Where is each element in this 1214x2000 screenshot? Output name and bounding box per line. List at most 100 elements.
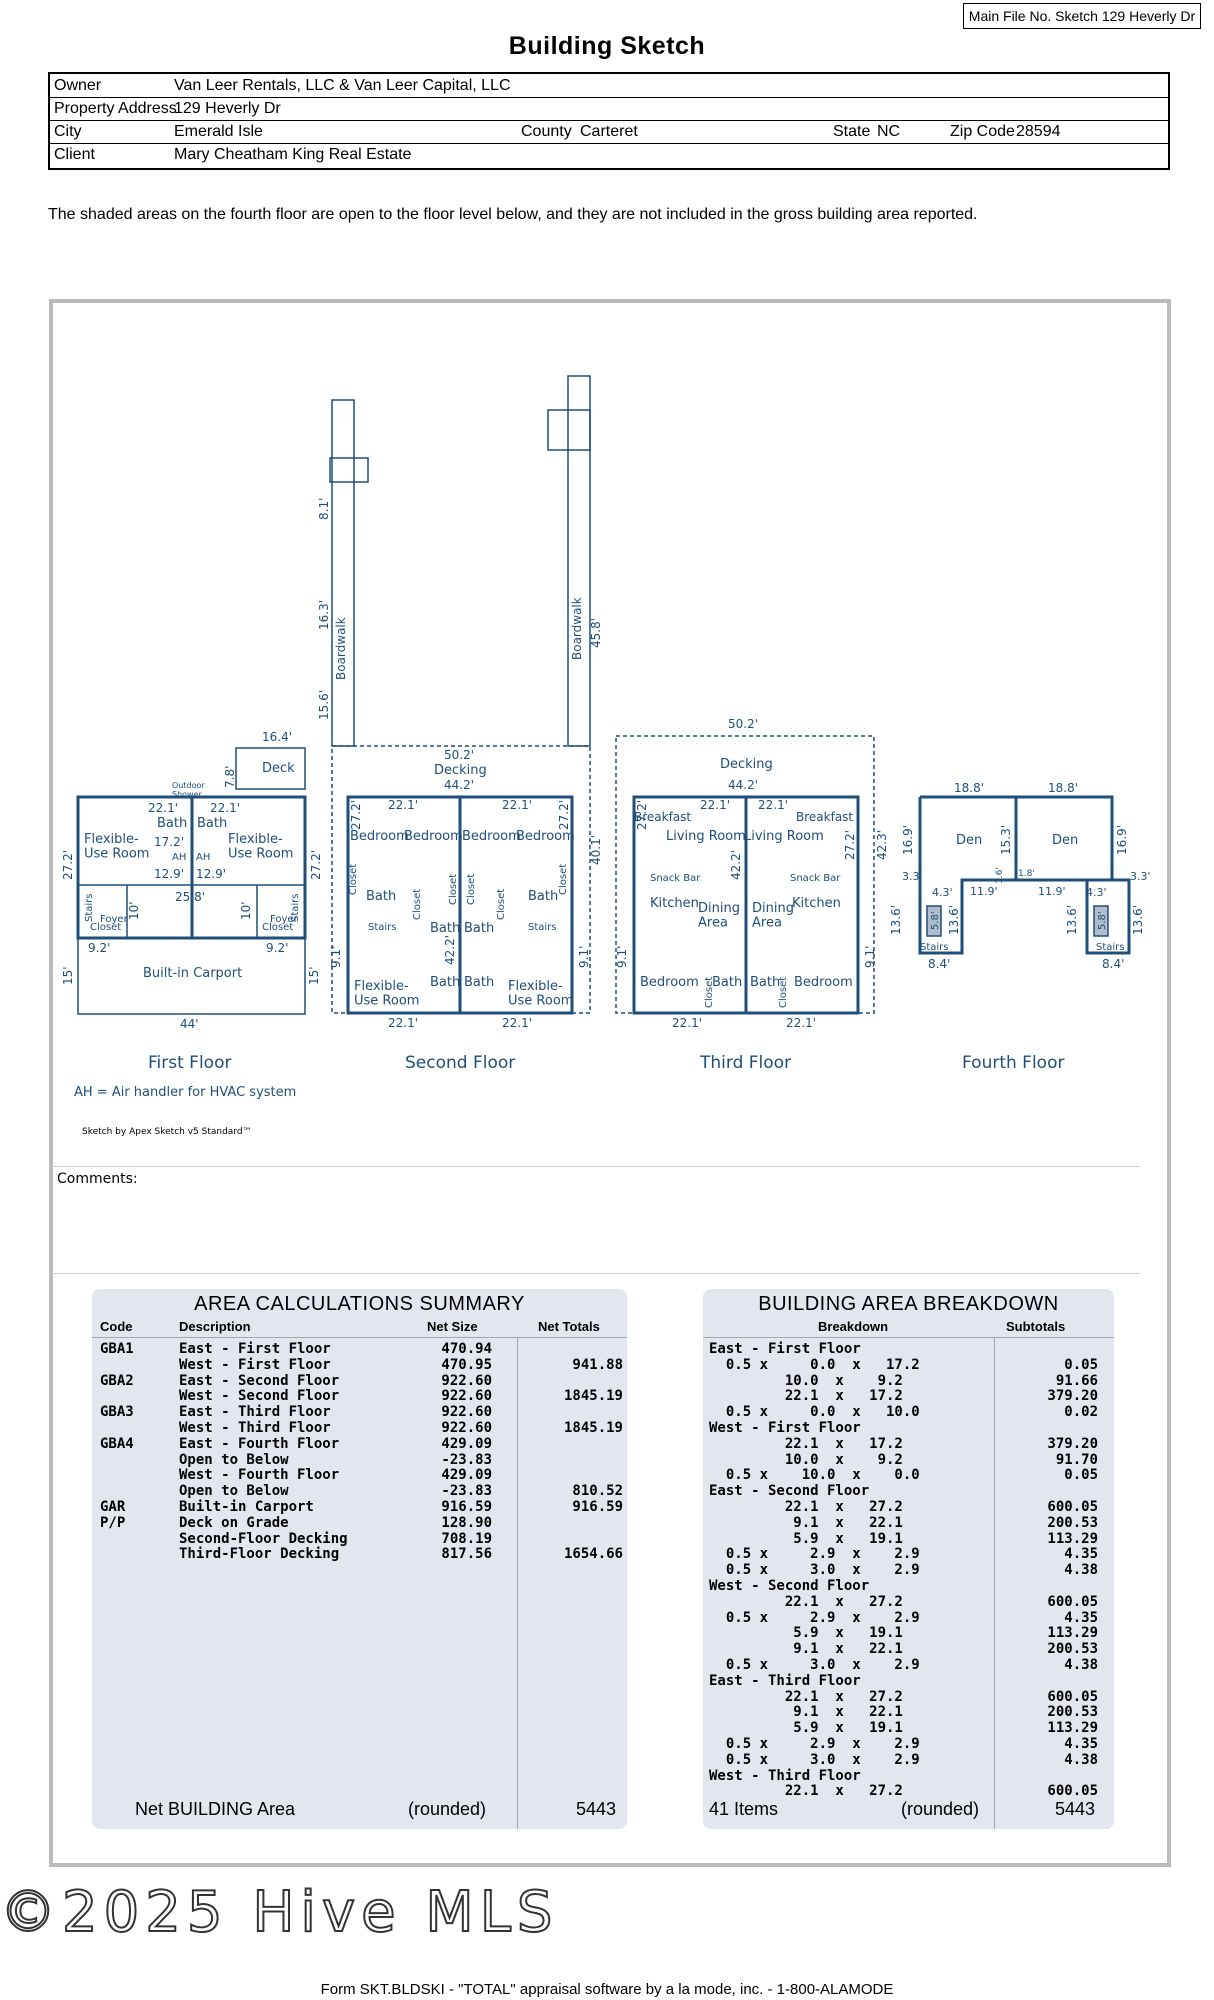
open-to-below-west xyxy=(1093,905,1109,937)
breakdown-cell-text: 9.1 x 22.1 xyxy=(709,1514,903,1531)
divider-bottom xyxy=(52,1273,1140,1274)
breakdown-cell-subtotal: 600.05 xyxy=(1047,1498,1098,1515)
second-dim-2: 44.2' xyxy=(444,778,474,792)
second-dim-9: 22.1' xyxy=(388,1016,418,1030)
area-summary-cell-size: -23.83 xyxy=(441,1451,492,1468)
breakdown-cell-text: 9.1 x 22.1 xyxy=(709,1704,903,1721)
fourth-stairs-2: Stairs xyxy=(1096,942,1125,953)
area-summary-cell-code: GBA3 xyxy=(100,1404,134,1421)
net-building-area-value: 5443 xyxy=(576,1799,617,1819)
second-closet-6: Closet xyxy=(558,864,569,895)
breakdown-row: 9.1 x 22.1 200.53 xyxy=(703,1704,1114,1720)
area-summary-cell-desc: West - Third Floor xyxy=(179,1419,331,1436)
owner-value: Van Leer Rentals, LLC & Van Leer Capital… xyxy=(174,77,511,94)
second-stairs-2: Stairs xyxy=(528,922,557,933)
breakdown-row: 0.5 x 3.0 x 2.9 4.38 xyxy=(703,1657,1114,1673)
second-dim-11: 15' xyxy=(307,966,321,985)
breakdown-cell-text: 5.9 x 19.1 xyxy=(709,1530,903,1547)
owner-label: Owner xyxy=(54,77,102,94)
fourth-dim-21: 8.4' xyxy=(1102,957,1124,971)
fourth-dim-12: 1.6' xyxy=(995,867,1005,884)
dim-9: 10' xyxy=(127,901,141,920)
first-foyer-west: Foyer xyxy=(270,914,299,925)
third-dim-5: 27.2' xyxy=(635,800,649,830)
third-breakfast-2: Breakfast xyxy=(796,810,853,824)
area-summary-cell-size: -23.83 xyxy=(441,1483,492,1500)
dim-16: 7.8' xyxy=(223,766,237,788)
second-dim-13: 9.1' xyxy=(577,946,591,968)
open-to-below-east xyxy=(926,905,942,937)
fourth-dim-15: 13.6' xyxy=(947,905,961,935)
client-label: Client xyxy=(54,146,95,163)
state-label: State xyxy=(833,123,871,140)
third-dim-7: 42.2' xyxy=(729,850,743,880)
property-info-table: Owner Van Leer Rentals, LLC & Van Leer C… xyxy=(48,72,1170,170)
breakdown-cell-text: 22.1 x 27.2 xyxy=(709,1498,903,1515)
second-dim-3: 22.1' xyxy=(388,798,418,812)
breakdown-cell-subtotal: 4.38 xyxy=(1064,1656,1098,1673)
fourth-dim-3: 16.9' xyxy=(901,825,915,855)
third-dim-6: 27.2' xyxy=(843,830,857,860)
breakdown-cell-text: 0.5 x 2.9 x 2.9 xyxy=(709,1609,920,1626)
fourth-dim-17: 13.6' xyxy=(1131,905,1145,935)
breakdown-cell-text: West - First Floor xyxy=(709,1419,861,1436)
breakdown-rounded: (rounded) xyxy=(901,1799,980,1819)
breakdown-cell-text: East - Third Floor xyxy=(709,1672,861,1689)
floor-label-second: Second Floor xyxy=(405,1053,515,1073)
breakdown-cell-subtotal: 200.53 xyxy=(1047,1704,1098,1721)
page-title: Building Sketch xyxy=(508,32,706,60)
breakdown-cell-subtotal: 4.35 xyxy=(1064,1735,1098,1752)
breakdown-cell-text: 22.1 x 27.2 xyxy=(709,1688,903,1705)
breakdown-cell-text: East - Second Floor xyxy=(709,1483,870,1500)
main-file-number: Main File No. Sketch 129 Heverly Dr xyxy=(963,3,1201,29)
second-bath-5: Bath xyxy=(430,975,460,990)
breakdown-cell-text: 22.1 x 17.2 xyxy=(709,1388,903,1405)
second-dim-8: 40.1' xyxy=(589,835,603,865)
second-flex-2: Flexible-Use Room xyxy=(508,979,573,1008)
breakdown-cell-text: 0.5 x 3.0 x 2.9 xyxy=(709,1562,920,1579)
third-living-1: Living Room xyxy=(666,829,746,844)
area-summary-header-rule xyxy=(92,1337,627,1338)
area-breakdown-panel: BUILDING AREA BREAKDOWN Breakdown Subtot… xyxy=(703,1289,1114,1829)
area-summary-cell-code: P/P xyxy=(100,1514,126,1531)
area-summary-cell-desc: East - Third Floor xyxy=(179,1404,331,1421)
second-bath-2: Bath xyxy=(430,921,460,936)
third-dim-4: 22.1' xyxy=(758,798,788,812)
second-dim-1: 50.2' xyxy=(444,748,474,762)
area-summary-cell-code: GBA1 xyxy=(100,1341,134,1357)
client-value: Mary Cheatham King Real Estate xyxy=(174,146,412,163)
third-west-unit-outline xyxy=(744,795,860,1015)
dim-12: 9.2' xyxy=(266,941,288,955)
col-breakdown: Breakdown xyxy=(818,1319,889,1334)
third-closet-2: Closet xyxy=(778,977,789,1008)
second-dim-6: 27.2' xyxy=(557,800,571,830)
boardwalk-landing-east xyxy=(329,457,369,483)
fourth-dim-6: 3.3' xyxy=(902,870,923,883)
dim-11: 9.2' xyxy=(88,941,110,955)
breakdown-cell-text: East - First Floor xyxy=(709,1341,861,1357)
area-summary-row: Open to Below-23.83 xyxy=(92,1452,627,1468)
second-decking: Decking xyxy=(434,763,487,778)
second-dim-20: 15.6' xyxy=(317,690,331,720)
third-dim-3: 22.1' xyxy=(700,798,730,812)
fourth-den-2: Den xyxy=(1052,833,1078,848)
breakdown-cell-subtotal: 200.53 xyxy=(1047,1641,1098,1658)
area-summary-cell-size: 817.56 xyxy=(441,1546,492,1563)
ah-note: AH = Air handler for HVAC system xyxy=(74,1085,296,1100)
breakdown-cell-text: 22.1 x 17.2 xyxy=(709,1435,903,1452)
breakdown-cell-text: 0.5 x 3.0 x 2.9 xyxy=(709,1656,920,1673)
third-kitchen-1: Kitchen xyxy=(650,896,699,911)
second-bedroom-4: Bedroom xyxy=(516,829,575,844)
